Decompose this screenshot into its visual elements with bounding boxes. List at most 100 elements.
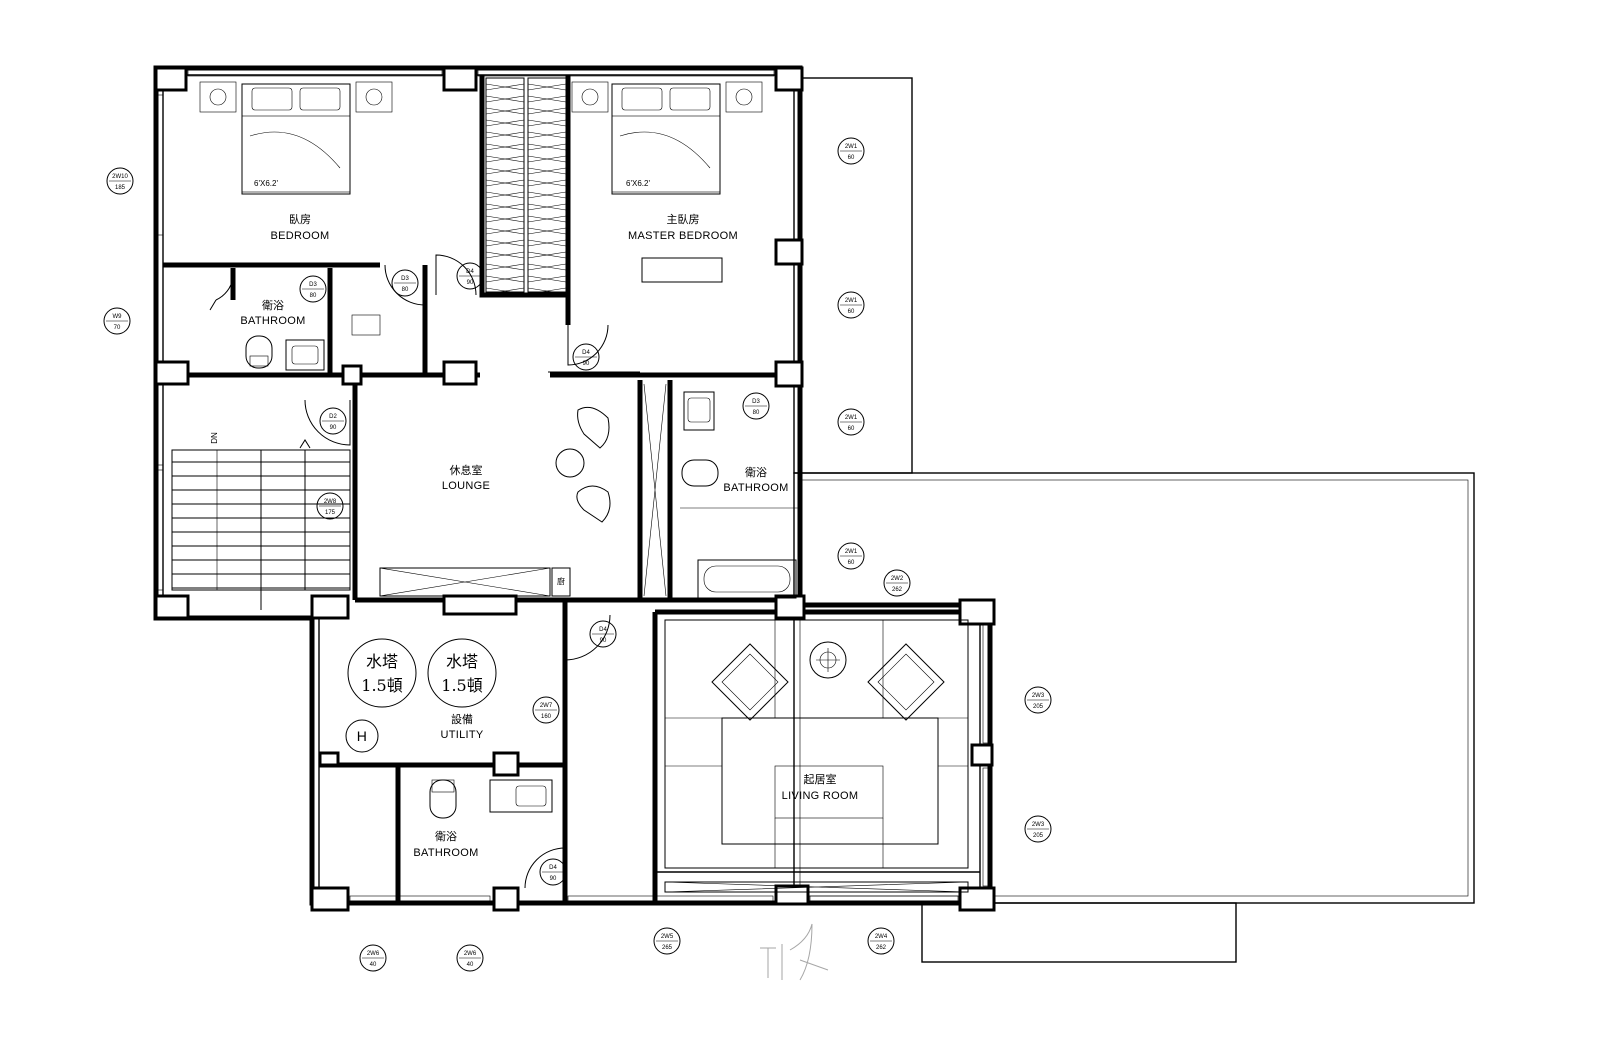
opening-tag: D4 90 — [539, 858, 567, 886]
stair-direction-label: DN — [210, 432, 219, 444]
opening-tag-size: 90 — [330, 425, 337, 431]
lounge-furniture: 廚 — [379, 371, 667, 597]
opening-tag: 2W10 185 — [106, 167, 134, 195]
opening-tag: D3 80 — [742, 392, 770, 420]
cabinet-label: 廚 — [557, 576, 565, 586]
opening-tag-code: 2W6 — [464, 951, 477, 957]
opening-tag: 2W6 40 — [359, 944, 387, 972]
opening-tag-code: 2W1 — [845, 549, 858, 555]
bathroom-e-fixtures — [680, 391, 800, 599]
living-room-furniture — [664, 619, 969, 893]
interior-walls — [163, 75, 980, 903]
windows — [156, 69, 990, 903]
opening-tag-code: 2W2 — [891, 576, 904, 582]
room-label-lounge-zh: 休息室 — [450, 463, 483, 477]
opening-tag: 2W4 262 — [867, 927, 895, 955]
stair-arrow: DN — [210, 432, 311, 590]
opening-tag-size: 90 — [583, 361, 590, 367]
opening-tag-size: 40 — [370, 962, 377, 968]
room-label-bathroom-e-en: BATHROOM — [723, 482, 788, 494]
room-label-lounge-en: LOUNGE — [442, 480, 490, 492]
room-label-utility-zh: 設備 — [451, 712, 473, 726]
room-label-master-bedroom-zh: 主臥房 — [667, 213, 700, 226]
svg-text:1.5頓: 1.5頓 — [361, 676, 402, 695]
opening-tag-size: 60 — [848, 155, 855, 161]
utility-fixtures: 水塔 1.5頓 水塔 1.5頓 H — [345, 638, 497, 753]
opening-tag-code: D2 — [329, 414, 337, 420]
opening-tag-code: D3 — [401, 276, 409, 282]
room-label-bathroom-nw-en: BATHROOM — [240, 315, 305, 327]
svg-text:水塔: 水塔 — [446, 652, 478, 671]
opening-tag-size: 265 — [662, 945, 673, 951]
bed-right: 6'X6.2' — [571, 81, 763, 283]
opening-tag-code: 2W1 — [845, 144, 858, 150]
opening-tag-size: 60 — [848, 426, 855, 432]
bed-size-label: 6'X6.2' — [254, 179, 278, 188]
columns — [154, 66, 996, 912]
opening-tag-code: 2W3 — [1032, 693, 1045, 699]
opening-tag-size: 185 — [115, 185, 126, 191]
opening-tag-size: 262 — [876, 945, 887, 951]
exterior-walls — [153, 65, 993, 906]
opening-tag: W9 70 — [103, 307, 131, 335]
opening-tag-size: 205 — [1033, 833, 1044, 839]
opening-tag-size: 160 — [541, 714, 552, 720]
room-labels: 臥房 BEDROOM 主臥房 MASTER BEDROOM 衛浴 BATHROO… — [240, 213, 858, 859]
bed-size-label: 6'X6.2' — [626, 179, 650, 188]
room-label-living-room-en: LIVING ROOM — [782, 790, 859, 802]
room-label-bathroom-nw-zh: 衛浴 — [262, 299, 284, 312]
opening-tag-code: 2W3 — [1032, 822, 1045, 828]
opening-tag: 2W2 262 — [883, 569, 911, 597]
watermark-logo — [760, 923, 829, 981]
room-label-living-room-zh: 起居室 — [804, 772, 837, 786]
opening-tag-code: D4 — [599, 627, 607, 633]
svg-text:水塔: 水塔 — [366, 652, 398, 671]
opening-tag: 2W1 60 — [837, 137, 865, 165]
staircase — [171, 449, 351, 610]
opening-tag-code: D4 — [466, 269, 474, 275]
opening-tag-code: D4 — [549, 865, 557, 871]
bathroom-nw-fixtures — [245, 314, 381, 371]
svg-text:1.5頓: 1.5頓 — [441, 676, 482, 695]
room-label-bathroom-s-en: BATHROOM — [413, 847, 478, 859]
opening-tag-size: 70 — [114, 325, 121, 331]
svg-text:H: H — [357, 728, 367, 744]
opening-tag-size: 175 — [325, 510, 336, 516]
opening-tag-size: 262 — [892, 587, 903, 593]
opening-tag-code: 2W4 — [875, 934, 888, 940]
room-label-bedroom-en: BEDROOM — [271, 230, 330, 242]
room-label-bedroom-zh: 臥房 — [289, 213, 311, 226]
water-heater — [345, 719, 379, 753]
opening-tag-code: D4 — [582, 350, 590, 356]
water-tank-2 — [427, 638, 497, 708]
opening-tag-code: 2W10 — [112, 174, 128, 180]
opening-tag-code: 2W6 — [367, 951, 380, 957]
opening-tag: D2 90 — [319, 407, 347, 435]
opening-tag-size: 80 — [402, 287, 409, 293]
opening-tag-size: 205 — [1033, 704, 1044, 710]
opening-tag: 2W6 40 — [456, 944, 484, 972]
opening-tag-code: W9 — [113, 314, 123, 320]
opening-tag-code: D3 — [752, 399, 760, 405]
room-label-utility-en: UTILITY — [440, 729, 483, 741]
opening-tag-code: 2W5 — [661, 934, 674, 940]
opening-tag-size: 90 — [550, 876, 557, 882]
opening-tag: D4 90 — [572, 343, 600, 371]
opening-tags: 2W10185W970D380D380D4902W1602W160D490D38… — [103, 137, 1052, 972]
opening-tag-size: 80 — [310, 293, 317, 299]
opening-tag-size: 60 — [848, 560, 855, 566]
opening-tag-size: 40 — [467, 962, 474, 968]
opening-tag-size: 80 — [753, 410, 760, 416]
opening-tag-size: 90 — [467, 280, 474, 286]
water-tank-1 — [347, 638, 417, 708]
opening-tag: D3 80 — [391, 269, 419, 297]
opening-tag-code: 2W1 — [845, 298, 858, 304]
opening-tag: D4 90 — [456, 262, 484, 290]
